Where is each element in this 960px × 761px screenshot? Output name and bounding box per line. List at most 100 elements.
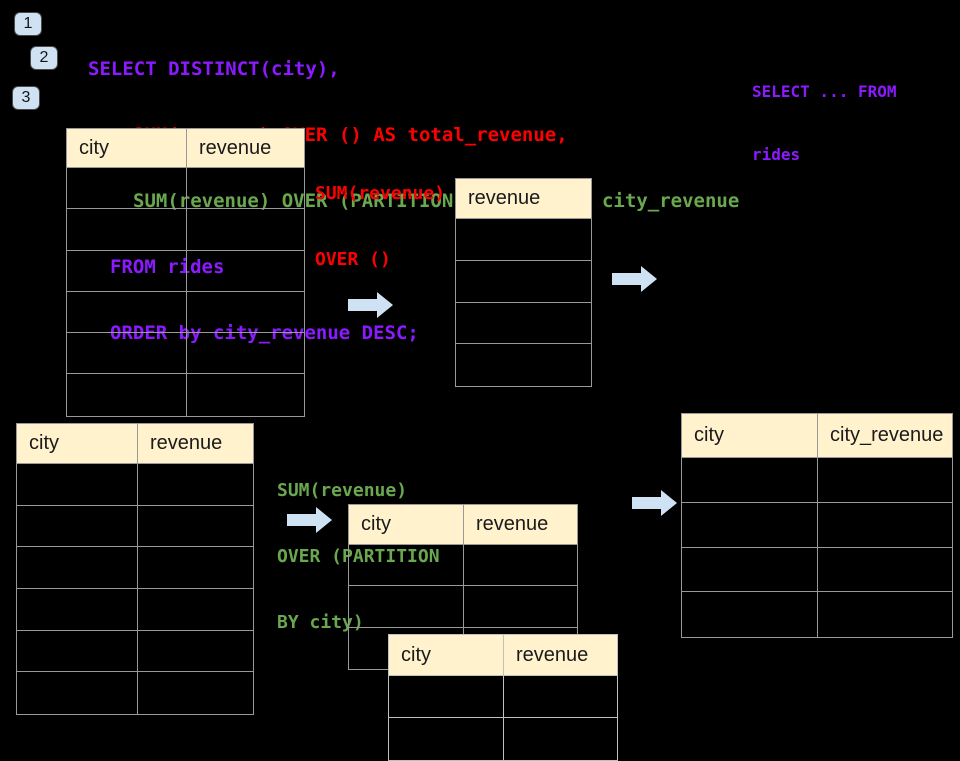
table-row (389, 676, 617, 718)
table-row (682, 547, 952, 593)
table-row (67, 168, 304, 210)
table-cell (389, 676, 504, 717)
column-header: revenue (456, 179, 591, 218)
table-cell (138, 547, 253, 588)
table-cell (456, 344, 591, 386)
column-header: revenue (464, 505, 577, 544)
table-cell (17, 630, 138, 672)
table-cell (456, 303, 591, 344)
step-badge-1: 1 (14, 12, 42, 36)
table-row (17, 505, 253, 548)
step-badge-3: 3 (12, 86, 40, 110)
arrow-head (377, 292, 393, 318)
column-header: revenue (504, 635, 617, 675)
arrow-right-icon (612, 266, 657, 292)
table-row (67, 374, 304, 416)
table-cell (682, 458, 818, 502)
table-row (67, 291, 304, 334)
table-cell (67, 374, 187, 416)
arrow-tail (612, 273, 641, 285)
annotation-line: OVER () (315, 249, 391, 270)
table-cell (818, 458, 952, 502)
table-cell (17, 672, 138, 715)
column-header: city (67, 129, 187, 167)
table-cell (818, 592, 952, 637)
table-cell (17, 464, 138, 505)
arrow-head (316, 507, 332, 533)
table-cell (456, 261, 591, 302)
table-row (682, 458, 952, 503)
table-cell (504, 676, 617, 717)
table-cell (138, 506, 253, 547)
table-header-row: revenue (456, 179, 591, 219)
arrow-right-icon (287, 507, 332, 533)
column-header: revenue (187, 129, 304, 167)
table-row (349, 586, 577, 628)
table-cell (187, 209, 304, 249)
table-cell (67, 209, 187, 250)
table-cell (138, 631, 253, 672)
annotation-line: BY city) (277, 612, 364, 633)
table-row (456, 303, 591, 345)
table-cell (187, 374, 304, 415)
table-row (682, 592, 952, 637)
table-cell (17, 547, 138, 589)
table-cell (682, 592, 818, 637)
column-header: city (349, 505, 464, 544)
table-cell (504, 718, 617, 760)
table-row (349, 545, 577, 587)
table-cell (138, 589, 253, 630)
column-header: city_revenue (818, 414, 952, 457)
table-row (17, 589, 253, 631)
table-cell (17, 505, 138, 547)
table-cell (67, 291, 187, 333)
annotation-total-revenue: SUM(revenue) OVER () (315, 139, 445, 293)
column-header: city (17, 424, 138, 463)
table-row (682, 502, 952, 548)
table-cell (389, 718, 504, 760)
annotation-partition: SUM(revenue) OVER (PARTITION BY city) (277, 436, 440, 656)
annotation-line: SUM(revenue) (277, 480, 408, 501)
table-cell (67, 250, 187, 291)
sql-line-select: SELECT DISTINCT(city), (88, 58, 340, 80)
annotation-line: SUM(revenue) (315, 183, 446, 204)
table-row (67, 333, 304, 375)
table-cell (187, 168, 304, 208)
arrow-tail (348, 299, 377, 311)
sql-line-from: FROM rides (110, 256, 225, 278)
table-row (456, 261, 591, 303)
table-cell (682, 502, 818, 547)
table-row (17, 672, 253, 715)
table-row (67, 250, 304, 292)
arrow-tail (632, 497, 661, 509)
arrow-tail (287, 514, 316, 526)
table-cell (187, 292, 304, 332)
step-badge-2: 2 (30, 46, 58, 70)
table-row (456, 344, 591, 386)
table-cell (464, 545, 577, 585)
arrow-right-icon (348, 292, 393, 318)
table-cell (349, 545, 464, 586)
arrow-right-icon (632, 490, 677, 516)
table-cell (67, 333, 187, 374)
table-row (389, 718, 617, 760)
column-header: city (682, 414, 818, 457)
table-row (17, 547, 253, 590)
table-row (17, 630, 253, 673)
arrow-head (641, 266, 657, 292)
table-cell (187, 333, 304, 373)
side-note-line-1: SELECT ... FROM (752, 82, 897, 101)
table-row (17, 464, 253, 506)
table-row (67, 209, 304, 251)
annotation-line: OVER (PARTITION (277, 546, 440, 567)
table-total-revenue-result: revenue (455, 178, 592, 387)
